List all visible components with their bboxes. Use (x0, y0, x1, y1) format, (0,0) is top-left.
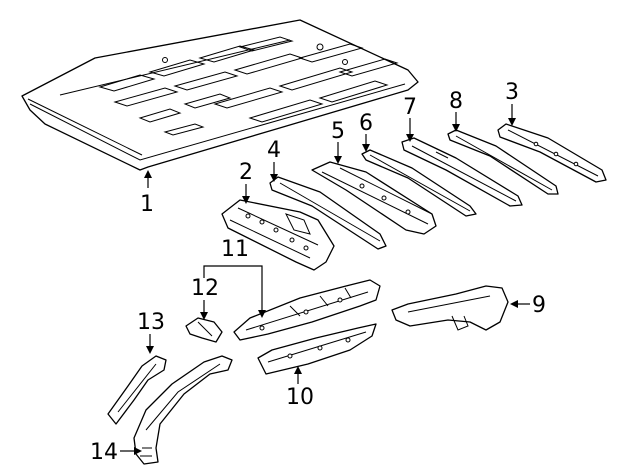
part-6-roof-bow (361, 149, 477, 217)
callout-12: 12 (191, 276, 219, 301)
part-14-pillar (133, 355, 233, 465)
callout-2: 2 (239, 160, 253, 185)
callout-8: 8 (449, 89, 463, 114)
part-8-roof-bow (447, 129, 559, 195)
part-11-rail-reinforcement (233, 279, 381, 341)
callout-10: 10 (286, 385, 314, 410)
part-4-roof-bow (269, 176, 387, 250)
part-3-roof-bow (497, 123, 607, 183)
callout-14: 14 (90, 440, 118, 465)
leader-lines (120, 104, 530, 455)
callout-7: 7 (403, 95, 417, 120)
part-5-roof-bow (311, 161, 437, 235)
part-12-bracket (185, 317, 223, 343)
callout-9: 9 (532, 293, 546, 318)
callout-13: 13 (137, 310, 165, 335)
callout-11: 11 (221, 237, 249, 262)
callout-6: 6 (359, 111, 373, 136)
part-9-rear-header (391, 285, 509, 331)
part-2-roof-bow (221, 199, 335, 271)
callout-4: 4 (267, 138, 281, 163)
part-1-roof-panel (21, 19, 419, 171)
part-13-pillar-reinforcement (107, 355, 167, 425)
callout-5: 5 (331, 119, 345, 144)
part-7-roof-bow (401, 137, 523, 207)
callout-1: 1 (140, 192, 154, 217)
callout-3: 3 (505, 80, 519, 105)
part-10-side-rail (257, 323, 377, 375)
